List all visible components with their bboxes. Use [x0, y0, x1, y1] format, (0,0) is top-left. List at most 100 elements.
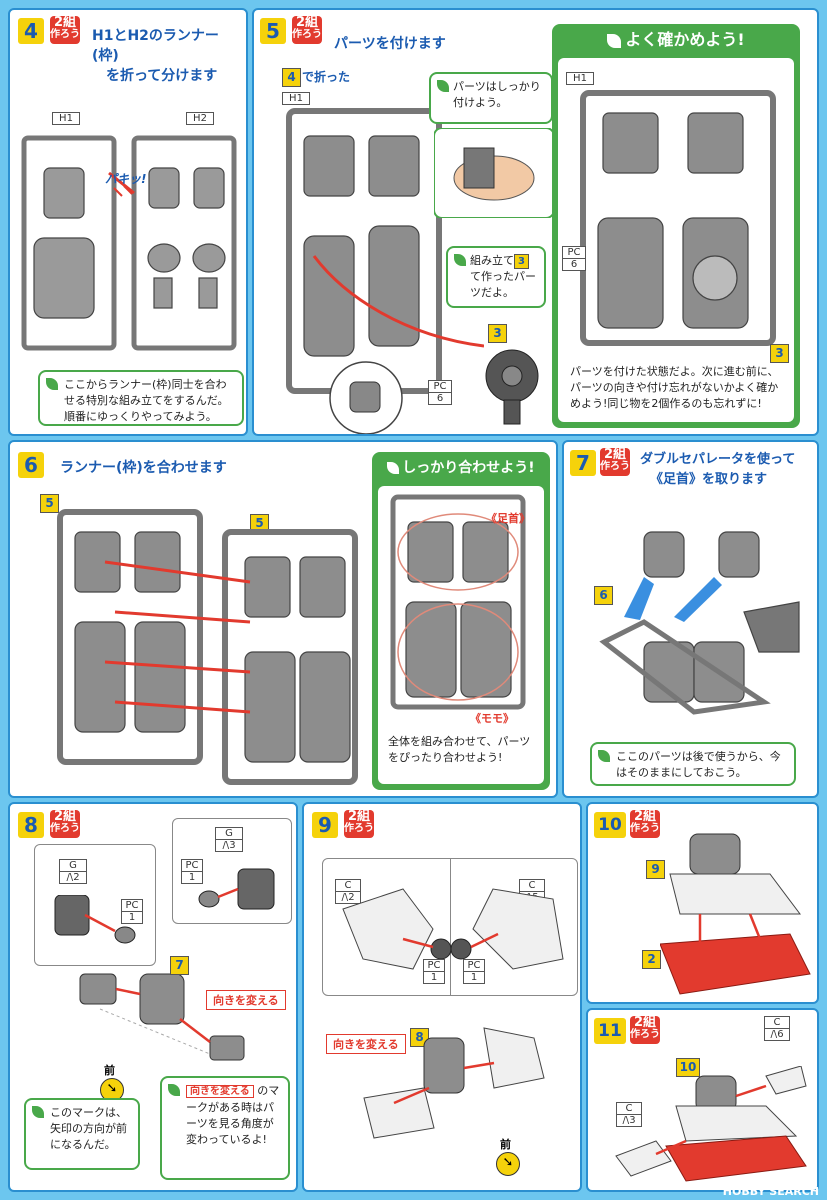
- step8-note: このマークは、矢印の方向が前になるんだ。: [24, 1098, 140, 1170]
- step8-part-num: 7: [170, 956, 189, 975]
- check5-box: よく確かめよう! H1 PC 6 3 パーツを付けた状態だよ。次に進む前に、パー…: [552, 24, 800, 428]
- step4-snap-label: パキッ!: [105, 172, 147, 186]
- step7-panel: 7 2組作ろう ダブルセパレータを使って 《足首》を取ります 6 ここのパーツは…: [562, 440, 819, 798]
- step8-assembly-illustration: [79, 973, 245, 1061]
- step7-number: 7: [570, 450, 596, 476]
- step8-g2-tag: G /\3: [215, 827, 243, 852]
- step4-badge: 2組作ろう: [50, 16, 80, 44]
- step10-illustration: [660, 833, 811, 995]
- step9-pc-tag: PC 1: [423, 959, 445, 984]
- step8-sub-left: G /\2 PC 1: [34, 844, 156, 966]
- step4-runner-illustration: [21, 135, 237, 351]
- step5-part-num: 3: [488, 324, 507, 343]
- step8-g2-part: [54, 895, 136, 944]
- step8-pc2-tag: PC 1: [181, 859, 203, 884]
- step9-pc2-tag: PC 1: [463, 959, 485, 984]
- step4-note: ここからランナー(枠)同士を合わせる特別な組み立てをするんだ。順番にゆっくりやっ…: [38, 370, 244, 426]
- step11-c2-tag: C /\3: [616, 1102, 642, 1127]
- step9-parts-illustration: [342, 888, 564, 970]
- step9-sub-box: C /\2 C /\5 PC 1 PC 1: [322, 858, 578, 996]
- step9-change-dir-label: 向きを変える: [326, 1034, 406, 1054]
- step8-g-tag: G /\2: [59, 859, 87, 884]
- step5-badge: 2組作ろう: [292, 16, 322, 44]
- step11-illustration: [615, 1066, 807, 1182]
- step11-badge: 2組作ろう: [630, 1016, 660, 1044]
- check5-inner: H1 PC 6 3 パーツを付けた状態だよ。次に進む前に、パーツの向きや付け忘れ…: [558, 58, 794, 422]
- step8-g3-part: [198, 868, 275, 910]
- step6-title: ランナー(枠)を合わせます: [60, 460, 227, 476]
- step5-part3-illustration: [485, 349, 539, 425]
- step6-panel: 6 ランナー(枠)を合わせます 5 5 しっかり合わせよう!: [8, 440, 558, 798]
- step9-front-label: 前: [500, 1138, 511, 1151]
- step10-panel: 10 2組作ろう 9 2: [586, 802, 819, 1004]
- check6-heading: しっかり合わせよう!: [372, 452, 550, 484]
- step5-fold-num: 4: [282, 68, 301, 87]
- check6-ankle-label: 《足首》: [486, 512, 530, 525]
- step9-front-arrow-icon: ➘: [496, 1152, 520, 1176]
- step7-title: ダブルセパレータを使って 《足首》を取ります: [640, 452, 796, 487]
- check6-box: しっかり合わせよう! 《足首》 《モモ》 全体を組み合わせて、パーツをぴったり合…: [372, 452, 550, 790]
- step9-c-tag: C /\2: [335, 879, 361, 904]
- leaf-icon: [437, 80, 449, 92]
- step8-note2: 向きを変える のマークがある時はパーツを見る角度が変わっているよ!: [160, 1076, 290, 1180]
- check6-runner-illustration: [390, 494, 526, 710]
- step8-badge: 2組作ろう: [50, 810, 80, 838]
- leaf-icon: [32, 1106, 44, 1118]
- check5-part-num: 3: [770, 344, 789, 363]
- step10-badge: 2組作ろう: [630, 810, 660, 838]
- step9-badge: 2組作ろう: [344, 810, 374, 838]
- step5-fold-label: で折った: [302, 70, 351, 84]
- check5-h1-tag: H1: [566, 72, 594, 85]
- step4-h2-tag: H2: [186, 112, 214, 125]
- step6-runner-illustration: [57, 509, 358, 785]
- step6-left-num: 5: [40, 494, 59, 513]
- check6-thigh-label: 《モモ》: [470, 712, 514, 725]
- step5-hand-illustration: [434, 128, 554, 218]
- check5-runner-illustration: [580, 90, 776, 346]
- check5-heading: よく確かめよう!: [552, 24, 800, 56]
- step10-part-top: 9: [646, 860, 665, 879]
- step7-part-num: 6: [594, 586, 613, 605]
- step4-title: H1とH2のランナー(枠) を折って分けます: [92, 28, 219, 84]
- leaf-icon: [168, 1084, 180, 1096]
- leaf-icon: [387, 462, 400, 474]
- step8-note2-label: 向きを変える: [186, 1085, 254, 1098]
- step5-h1-tag: H1: [282, 92, 310, 105]
- check6-inner: 《足首》 《モモ》 全体を組み合わせて、パーツをぴったり合わせよう!: [378, 486, 544, 784]
- step8-number: 8: [18, 812, 44, 838]
- watermark: HOBBY SEARCH: [722, 1185, 819, 1198]
- step11-c-tag: C /\6: [764, 1016, 790, 1041]
- step10-number: 10: [594, 812, 626, 838]
- step5-pc-tag: PC 6: [428, 380, 452, 405]
- step5-panel: 5 2組作ろう パーツを付けます 4 で折った H1 パーツはしっかり付けよう。…: [252, 8, 819, 436]
- step9-number: 9: [312, 812, 338, 838]
- step8-front-label: 前: [104, 1064, 115, 1077]
- leaf-icon: [598, 750, 610, 762]
- step11-number: 11: [594, 1018, 626, 1044]
- check5-text: パーツを付けた状態だよ。次に進む前に、パーツの向きや付け忘れがないかよく確かめよ…: [570, 365, 779, 410]
- step8-change-dir-label: 向きを変える: [206, 990, 286, 1010]
- step11-part-num: 10: [676, 1058, 700, 1077]
- step8-panel: 8 2組作ろう G /\2 PC 1 G /\3 PC 1 7 向きを変える 前: [8, 802, 298, 1192]
- step8-pc-tag: PC 1: [121, 899, 143, 924]
- step5-note-num: 3: [514, 254, 529, 269]
- step4-panel: 4 2組作ろう H1とH2のランナー(枠) を折って分けます H1 H2 パキッ…: [8, 8, 248, 436]
- step7-illustration: [599, 531, 800, 715]
- step5-note-attach: パーツはしっかり付けよう。: [429, 72, 553, 124]
- leaf-icon: [46, 378, 58, 390]
- step5-runner-illustration: [286, 108, 484, 394]
- step11-panel: 11 2組作ろう C /\6 10 C /\3: [586, 1008, 819, 1192]
- leaf-icon: [454, 254, 466, 266]
- step5-number: 5: [260, 18, 286, 44]
- step9-assembly-illustration: [363, 1027, 545, 1139]
- step7-note: ここのパーツは後で使うから、今はそのままにしておこう。: [590, 742, 796, 786]
- check6-text: 全体を組み合わせて、パーツをぴったり合わせよう!: [388, 735, 531, 764]
- step4-h1-tag: H1: [52, 112, 80, 125]
- leaf-icon: [607, 33, 622, 48]
- step10-part-bottom: 2: [642, 950, 661, 969]
- step9-part-num: 8: [410, 1028, 429, 1047]
- step5-pc-part-zoom: [329, 361, 403, 434]
- step5-title: パーツを付けます: [334, 36, 446, 52]
